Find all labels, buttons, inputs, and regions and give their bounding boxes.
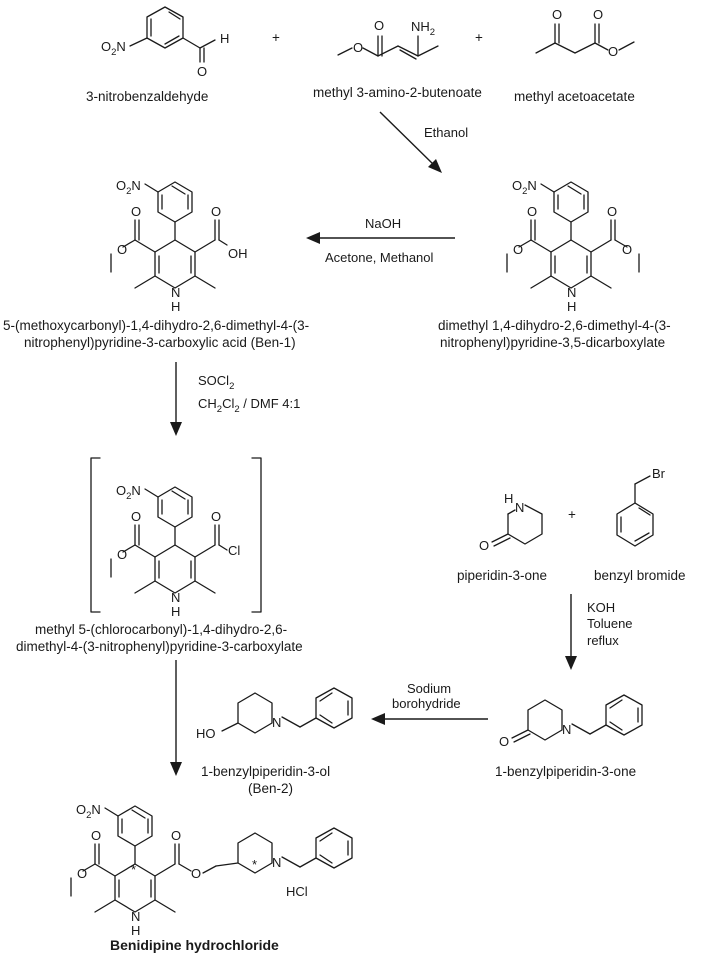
condition-toluene: Toluene <box>587 616 633 631</box>
svg-text:OH: OH <box>228 246 248 261</box>
svg-text:HO: HO <box>196 726 216 741</box>
label-ben-1-line2: nitrophenyl)pyridine-3-carboxylic acid (… <box>24 335 296 350</box>
svg-text:H: H <box>131 923 140 938</box>
svg-text:N: N <box>272 715 281 730</box>
condition-socl2: SOCl2 <box>198 373 234 392</box>
label-ben-2: (Ben-2) <box>248 781 293 796</box>
label-1-benzylpiperidin-3-one: 1-benzylpiperidin-3-one <box>495 764 636 779</box>
svg-text:N: N <box>272 855 281 870</box>
label-acid-chloride-line1: methyl 5-(chlorocarbonyl)-1,4-dihydro-2,… <box>35 622 287 637</box>
svg-text:O: O <box>622 242 632 257</box>
svg-text:*: * <box>252 857 257 872</box>
svg-text:O2N: O2N <box>76 802 101 821</box>
arrow-step-1: Ethanol <box>379 111 468 173</box>
label-diester-line1: dimethyl 1,4-dihydro-2,6-dimethyl-4-(3- <box>438 318 671 333</box>
plus-sign-2: + <box>475 30 483 45</box>
svg-text:O2N: O2N <box>101 39 126 58</box>
svg-text:O: O <box>527 204 537 219</box>
svg-text:O: O <box>131 509 141 524</box>
arrow-step-3: SOCl2 CH2Cl2 / DMF 4:1 <box>170 362 300 436</box>
condition-naoh: NaOH <box>365 216 401 231</box>
condition-koh: KOH <box>587 600 615 615</box>
arrow-step-4: KOH Toluene reflux <box>565 594 633 670</box>
plus-sign-1: + <box>272 30 280 45</box>
molecule-ben-1-acid: O2N O O O OH N H <box>110 178 248 314</box>
svg-text:Cl: Cl <box>228 543 240 558</box>
molecule-benzyl-bromide: Br <box>616 466 666 547</box>
label-1-benzylpiperidin-3-ol: 1-benzylpiperidin-3-ol <box>201 764 330 779</box>
svg-text:O: O <box>513 242 523 257</box>
svg-text:O: O <box>131 204 141 219</box>
svg-text:O: O <box>91 828 101 843</box>
molecule-1-benzylpiperidin-3-ol: N HO <box>196 687 353 741</box>
svg-text:N: N <box>171 285 180 300</box>
svg-text:O: O <box>479 538 489 553</box>
svg-text:O: O <box>607 204 617 219</box>
svg-text:O: O <box>197 64 207 79</box>
molecule-acid-chloride: O2N O O O Cl N H <box>90 457 262 619</box>
condition-sodium: Sodium <box>407 681 451 696</box>
label-methyl-acetoacetate: methyl acetoacetate <box>514 89 635 104</box>
svg-text:O: O <box>374 18 384 33</box>
arrow-step-2: NaOH Acetone, Methanol <box>306 216 455 265</box>
arrow-step-5: Sodium borohydride <box>371 681 488 725</box>
svg-text:O: O <box>117 242 127 257</box>
svg-text:O: O <box>608 44 618 59</box>
svg-text:H: H <box>567 299 576 314</box>
plus-sign-3: + <box>568 507 576 522</box>
svg-text:O: O <box>211 509 221 524</box>
molecule-benidipine-hydrochloride: O2N O O O O * N H N * HCl <box>70 802 353 938</box>
condition-borohydride: borohydride <box>392 696 461 711</box>
condition-ch2cl2-dmf: CH2Cl2 / DMF 4:1 <box>198 396 300 415</box>
svg-text:N: N <box>131 909 140 924</box>
condition-acetone-methanol: Acetone, Methanol <box>325 250 434 265</box>
svg-text:O: O <box>211 204 221 219</box>
label-acid-chloride-line2: dimethyl-4-(3-nitrophenyl)pyridine-3-car… <box>16 639 303 654</box>
label-methyl-3-amino-2-butenoate: methyl 3-amino-2-butenoate <box>313 85 482 100</box>
svg-text:O: O <box>593 7 603 22</box>
label-piperidin-3-one: piperidin-3-one <box>457 568 547 583</box>
svg-text:O: O <box>353 40 363 55</box>
svg-text:N: N <box>567 285 576 300</box>
svg-text:N: N <box>562 722 571 737</box>
svg-text:O: O <box>191 866 201 881</box>
svg-text:N: N <box>171 590 180 605</box>
svg-text:N: N <box>515 500 524 515</box>
molecule-1-benzylpiperidin-3-one: N O <box>499 694 643 749</box>
label-diester-line2: nitrophenyl)pyridine-3,5-dicarboxylate <box>440 335 665 350</box>
svg-text:H: H <box>220 31 229 46</box>
svg-text:H: H <box>171 604 180 619</box>
svg-text:O: O <box>552 7 562 22</box>
molecule-methyl-acetoacetate: O O O <box>535 7 635 59</box>
svg-text:O: O <box>499 734 509 749</box>
svg-text:HCl: HCl <box>286 884 308 899</box>
svg-text:O2N: O2N <box>512 178 537 197</box>
svg-text:Br: Br <box>652 466 666 481</box>
svg-text:O: O <box>117 547 127 562</box>
arrow-step-6 <box>170 660 182 776</box>
label-benzyl-bromide: benzyl bromide <box>594 568 686 583</box>
molecule-piperidin-3-one: N H O <box>479 491 543 553</box>
svg-text:NH2: NH2 <box>411 19 435 38</box>
molecule-diester: O2N O O O O N H <box>506 178 640 314</box>
label-ben-1-line1: 5-(methoxycarbonyl)-1,4-dihydro-2,6-dime… <box>3 318 309 333</box>
molecule-3-nitrobenzaldehyde: O2N H O <box>101 6 229 79</box>
svg-text:*: * <box>131 862 136 877</box>
molecule-methyl-3-amino-2-butenoate: O O NH2 <box>337 18 439 60</box>
svg-text:H: H <box>171 299 180 314</box>
label-benidipine-hydrochloride: Benidipine hydrochloride <box>110 937 279 953</box>
condition-reflux: reflux <box>587 633 619 648</box>
condition-ethanol: Ethanol <box>424 125 468 140</box>
svg-text:H: H <box>504 491 513 506</box>
label-3-nitrobenzaldehyde: 3-nitrobenzaldehyde <box>86 89 208 104</box>
svg-text:O2N: O2N <box>116 178 141 197</box>
svg-text:O2N: O2N <box>116 483 141 502</box>
svg-text:O: O <box>77 866 87 881</box>
svg-text:O: O <box>171 828 181 843</box>
